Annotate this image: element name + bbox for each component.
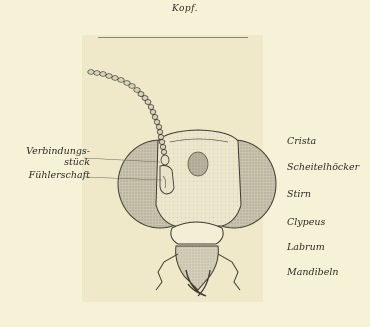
right-palp <box>218 254 240 290</box>
label-crista: Crista <box>287 136 316 147</box>
left-palp <box>156 254 178 290</box>
label-mandibeln: Mandibeln <box>287 267 339 278</box>
antenna-pedicel <box>161 155 169 165</box>
label-labrum: Labrum <box>287 242 325 253</box>
label-verbindungsstueck-line2: stück <box>64 157 90 168</box>
label-verbindungsstueck: Verbindungs- stück <box>26 146 90 168</box>
antenna-scape <box>160 166 174 195</box>
label-fuehlerschaft: Fühlerschaft <box>29 170 90 181</box>
clypeus <box>171 222 223 244</box>
label-scheitelhoecker: Scheitelhöcker <box>287 162 359 173</box>
label-verbindungsstueck-line1: Verbindungs- <box>26 146 90 157</box>
label-clypeus: Clypeus <box>287 217 325 228</box>
label-stirn: Stirn <box>287 189 311 200</box>
